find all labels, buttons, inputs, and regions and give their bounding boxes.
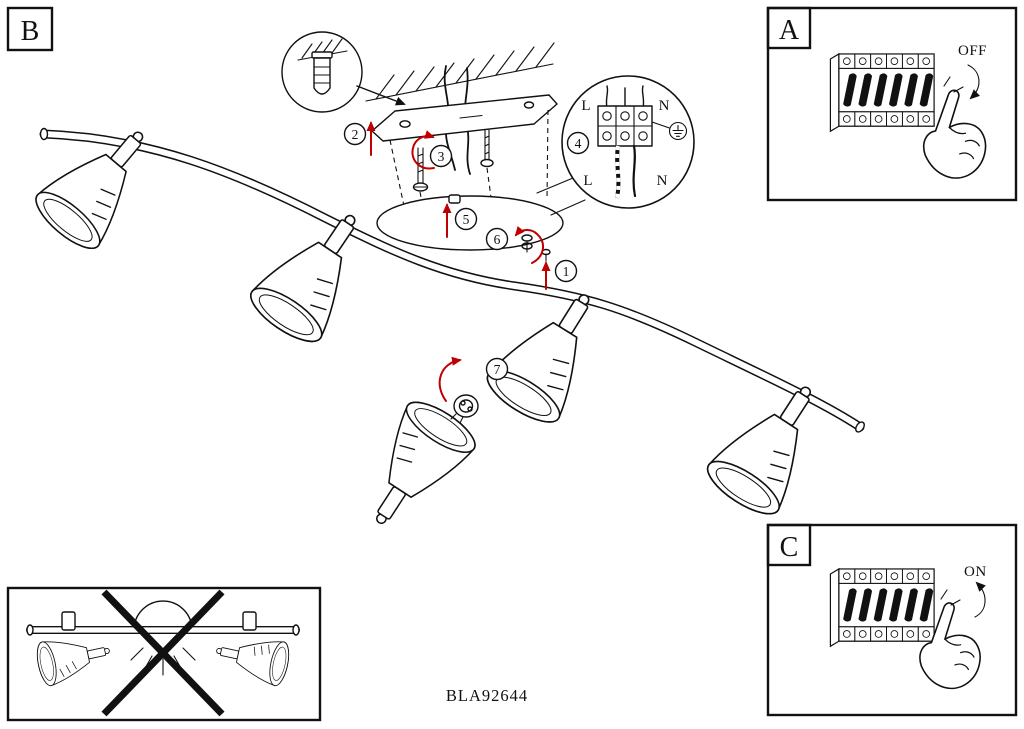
model-code: BLA92644 <box>446 686 528 705</box>
svg-text:4: 4 <box>575 136 582 151</box>
guide-dashed-lines <box>389 109 549 229</box>
spotlight-4 <box>699 364 844 524</box>
off-arrow <box>967 64 980 100</box>
rail-end-cap-left <box>39 127 49 141</box>
terminal-label-n-top: N <box>659 98 670 114</box>
mounting-bracket <box>371 94 558 142</box>
step-badge-1: 1 <box>554 259 578 283</box>
mounting-screws <box>412 129 494 192</box>
svg-text:5: 5 <box>463 212 470 227</box>
rail <box>39 127 865 433</box>
incorrect-usage-box <box>6 586 322 722</box>
warning-spotlight-left <box>33 628 115 688</box>
gu10-bulb <box>450 394 479 424</box>
section-a-letter: A <box>779 15 800 46</box>
live-wire <box>632 144 637 198</box>
svg-text:3: 3 <box>438 149 445 164</box>
step-badge-7: 7 <box>485 357 509 381</box>
step-arrow-7 <box>438 356 462 402</box>
step-arrow-6 <box>514 225 544 264</box>
svg-text:7: 7 <box>494 362 501 377</box>
on-label: ON <box>964 564 987 580</box>
svg-text:6: 6 <box>494 232 501 247</box>
rail-end-cap-right <box>855 421 865 433</box>
section-b-label: B <box>6 6 54 52</box>
anchor-detail-inset <box>281 31 406 113</box>
ceiling-hatch <box>365 42 555 102</box>
panel-a: A OFF <box>766 6 1018 202</box>
off-label: OFF <box>958 43 987 59</box>
breaker-row-a <box>829 53 935 132</box>
breaker-row-c <box>829 568 935 647</box>
terminal-label-l-bottom: L <box>583 173 592 189</box>
warning-spotlight-right <box>211 628 293 688</box>
terminal-label-l-top: L <box>581 98 590 114</box>
panel-c: C ON <box>766 523 1018 717</box>
section-b-letter: B <box>21 16 40 47</box>
crossed-out-fixture <box>26 600 300 688</box>
light-rays <box>130 647 196 676</box>
step-badge-5: 5 <box>454 207 478 231</box>
step-badge-2: 2 <box>343 122 367 146</box>
cross-x <box>101 589 225 717</box>
on-arrow <box>974 581 986 618</box>
section-c-letter: C <box>780 532 799 563</box>
step-arrow-3 <box>411 130 435 170</box>
step-badge-3: 3 <box>429 144 453 168</box>
step-badge-4: 4 <box>566 131 590 155</box>
step-arrows <box>366 121 551 402</box>
terminal-label-n-bottom: N <box>657 173 668 189</box>
warning-canopy-dome <box>133 600 193 631</box>
earth-symbol <box>651 121 688 141</box>
terminal-detail-inset: L N L N <box>536 75 695 216</box>
spotlight-3 <box>479 272 623 433</box>
svg-text:2: 2 <box>352 127 359 142</box>
canopy-screw <box>521 234 533 242</box>
step-badge-6: 6 <box>485 227 509 251</box>
anchor-pointer-arrow <box>356 85 406 106</box>
svg-text:1: 1 <box>563 264 570 279</box>
